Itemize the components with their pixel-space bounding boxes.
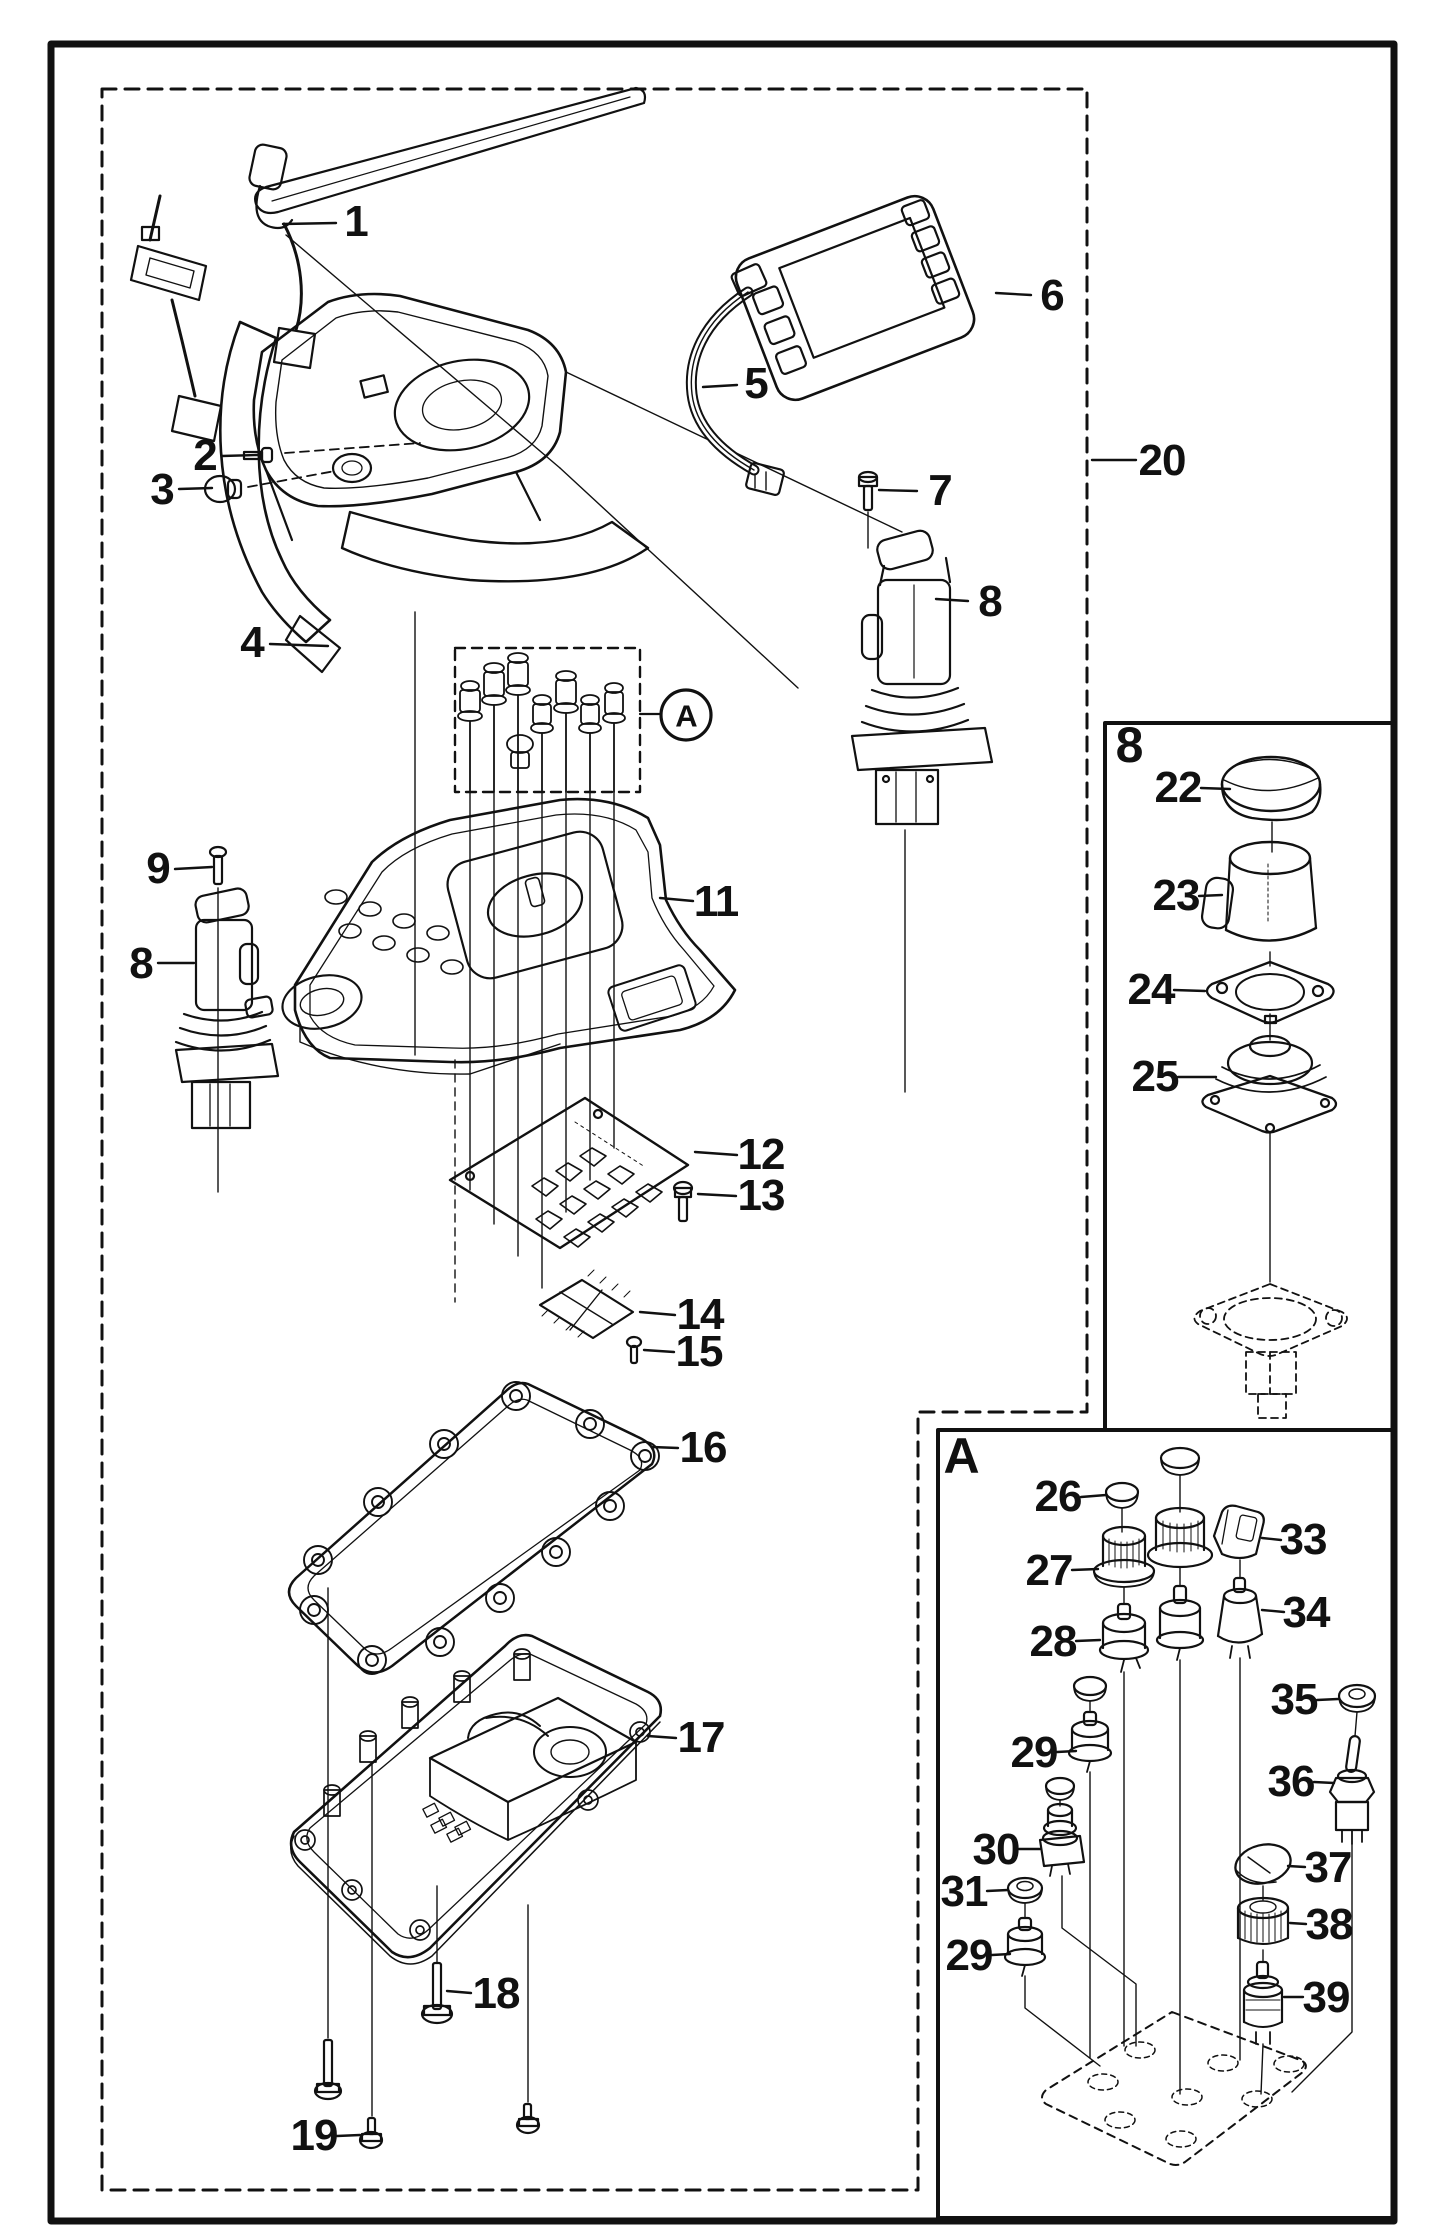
callout-29b: 29 (945, 1931, 994, 1980)
inset-8-label: 8 (1115, 717, 1144, 773)
callout-31: 31 (940, 1867, 989, 1916)
part-15-screw (625, 1335, 643, 1365)
part-17-housing (289, 1633, 663, 1965)
part-36-toggle (1328, 1735, 1376, 1845)
part-30-stack (1038, 1776, 1086, 1877)
part-6-display (734, 194, 976, 402)
part-37-disc (1234, 1843, 1292, 1885)
projection-lines (217, 234, 906, 2117)
callout-22: 22 (1154, 763, 1203, 812)
part-33-knob (1212, 1504, 1265, 1560)
callout-1: 1 (344, 197, 369, 246)
callout-3: 3 (150, 465, 175, 514)
part-1-harness (129, 86, 647, 443)
callout-28: 28 (1029, 1617, 1078, 1666)
callout-35: 35 (1270, 1675, 1319, 1724)
callout-2: 2 (193, 431, 218, 480)
assembly-boundary-20 (100, 87, 1089, 2192)
part-22-cap (1220, 755, 1322, 822)
callout-12: 12 (737, 1130, 786, 1179)
part-18-screw (420, 1961, 454, 2025)
callout-20: 20 (1138, 436, 1187, 485)
callout-36: 36 (1267, 1757, 1316, 1806)
callout-39: 39 (1302, 1973, 1351, 2022)
callout-13: 13 (737, 1171, 786, 1220)
callout-30: 30 (972, 1825, 1021, 1874)
part-23-grip (1200, 840, 1318, 942)
part-26-cap (1104, 1481, 1140, 1509)
part-8-joystick-right (850, 529, 994, 826)
page-border (47, 40, 1398, 2225)
part-7-screw (857, 470, 879, 512)
part-19-screw (358, 2116, 384, 2150)
callout-6: 6 (1040, 271, 1065, 320)
part-27-knob (1092, 1525, 1156, 1588)
callout-5: 5 (744, 359, 769, 408)
part-24-plate (1205, 960, 1335, 1025)
part-29a-cap (1072, 1675, 1108, 1702)
part-4-console-and-strap (203, 292, 650, 674)
callout-24: 24 (1127, 965, 1176, 1014)
part-31-cap (1006, 1876, 1044, 1904)
inset8-centerline (1269, 821, 1273, 1283)
cluster-ref-A-label: A (675, 698, 697, 734)
part-9-screw (208, 845, 228, 886)
callout-16: 16 (679, 1423, 728, 1472)
part-25-base (1201, 1034, 1338, 1134)
leader-lines (156, 221, 1340, 2138)
part-8-joystick-left (174, 887, 280, 1130)
part-joystick-socket-dashed (1193, 1283, 1348, 1419)
callout-4: 4 (240, 618, 265, 667)
part-29b-switch (1003, 1916, 1047, 1977)
switch-plate-dashed (1041, 2011, 1307, 2166)
callout-11: 11 (693, 877, 740, 926)
center-knob (1146, 1506, 1214, 1569)
callout-37: 37 (1304, 1843, 1353, 1892)
part-14-module (538, 1269, 635, 1340)
callout-38: 38 (1305, 1900, 1354, 1949)
callout-29a: 29 (1010, 1728, 1059, 1777)
part-11-top-cover (244, 797, 737, 1075)
callout-8-right: 8 (978, 577, 1003, 626)
part-39-switch (1242, 1960, 1284, 2045)
callout-23: 23 (1152, 871, 1201, 920)
part-34-switch (1216, 1576, 1264, 1659)
inset-A-label: A (943, 1428, 979, 1484)
callout-7: 7 (928, 466, 953, 515)
switch-cluster-parts (457, 652, 626, 793)
callout-26: 26 (1034, 1472, 1083, 1521)
insetA-parts (1003, 1446, 1377, 2166)
switch-cluster-dashed-box (453, 646, 713, 794)
part-28-switch (1098, 1602, 1150, 1673)
long-screw-right (515, 2102, 541, 2135)
callout-9: 9 (146, 844, 171, 893)
center-switch (1155, 1584, 1205, 1661)
part-13-screw (672, 1180, 694, 1223)
part-29a-switch (1067, 1710, 1113, 1773)
callout-34: 34 (1282, 1588, 1331, 1637)
center-cap (1159, 1446, 1201, 1476)
callout-25: 25 (1131, 1052, 1180, 1101)
callout-14: 14 (676, 1290, 725, 1339)
long-screw-left (313, 2038, 343, 2101)
callout-19: 19 (290, 2111, 339, 2160)
callout-8-left: 8 (129, 939, 154, 988)
inset-box-switches-A (936, 1428, 1396, 2220)
part-16-gasket (287, 1381, 660, 1675)
part-38-knob (1236, 1896, 1290, 1945)
detail-ref-circle-A (659, 688, 713, 742)
part-35-cap (1337, 1683, 1377, 1713)
callout-15: 15 (675, 1327, 724, 1376)
callout-33: 33 (1279, 1515, 1328, 1564)
callout-27: 27 (1025, 1546, 1074, 1595)
part-12-pcb (448, 1096, 690, 1250)
callout-18: 18 (472, 1969, 521, 2018)
callout-17: 17 (677, 1713, 726, 1762)
part-5-cable (685, 263, 785, 496)
